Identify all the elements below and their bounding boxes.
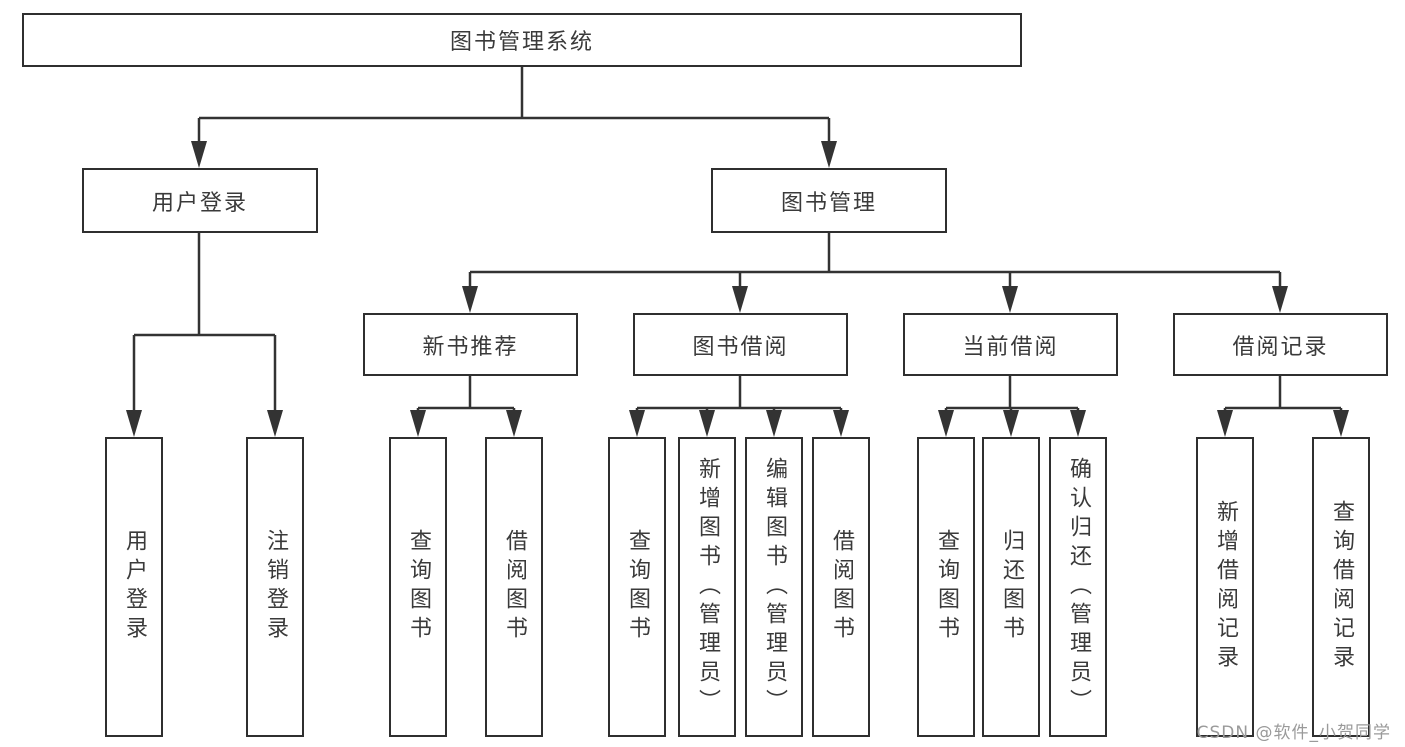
node-root: 图书管理系统: [22, 13, 1022, 67]
leaf-bb-borrow-books: 借阅图书: [812, 437, 870, 737]
node-user-login: 用户登录: [82, 168, 318, 233]
leaf-label: 查询图书: [625, 529, 650, 645]
leaf-cb-return-books: 归还图书: [982, 437, 1040, 737]
leaf-label: 确认归还（管理员）: [1066, 456, 1091, 718]
leaf-label: 新增图书（管理员）: [695, 456, 720, 718]
leaf-label: 编辑图书（管理员）: [762, 456, 787, 718]
node-borrow-records: 借阅记录: [1173, 313, 1388, 376]
node-current-borrow: 当前借阅: [903, 313, 1118, 376]
node-book-management: 图书管理: [711, 168, 947, 233]
node-new-book-recommend: 新书推荐: [363, 313, 578, 376]
node-book-borrow: 图书借阅: [633, 313, 848, 376]
leaf-label: 用户登录: [122, 529, 147, 645]
leaf-label: 归还图书: [999, 529, 1024, 645]
leaf-label: 查询图书: [934, 529, 959, 645]
leaf-label: 查询借阅记录: [1329, 500, 1354, 674]
leaf-br-query-record: 查询借阅记录: [1312, 437, 1370, 737]
leaf-bb-query-books: 查询图书: [608, 437, 666, 737]
leaf-nbr-borrow-books: 借阅图书: [485, 437, 543, 737]
leaf-label: 查询图书: [406, 529, 431, 645]
leaf-bb-add-books-admin: 新增图书（管理员）: [678, 437, 736, 737]
leaf-user-login: 用户登录: [105, 437, 163, 737]
leaf-label: 借阅图书: [502, 529, 527, 645]
leaf-nbr-query-books: 查询图书: [389, 437, 447, 737]
leaf-br-add-record: 新增借阅记录: [1196, 437, 1254, 737]
leaf-cb-confirm-return-admin: 确认归还（管理员）: [1049, 437, 1107, 737]
leaf-label: 注销登录: [263, 529, 288, 645]
leaf-bb-edit-books-admin: 编辑图书（管理员）: [745, 437, 803, 737]
leaf-label: 新增借阅记录: [1213, 500, 1238, 674]
leaf-cb-query-books: 查询图书: [917, 437, 975, 737]
csdn-watermark: CSDN @软件_小贺同学: [1196, 723, 1391, 743]
leaf-logout: 注销登录: [246, 437, 304, 737]
leaf-label: 借阅图书: [829, 529, 854, 645]
